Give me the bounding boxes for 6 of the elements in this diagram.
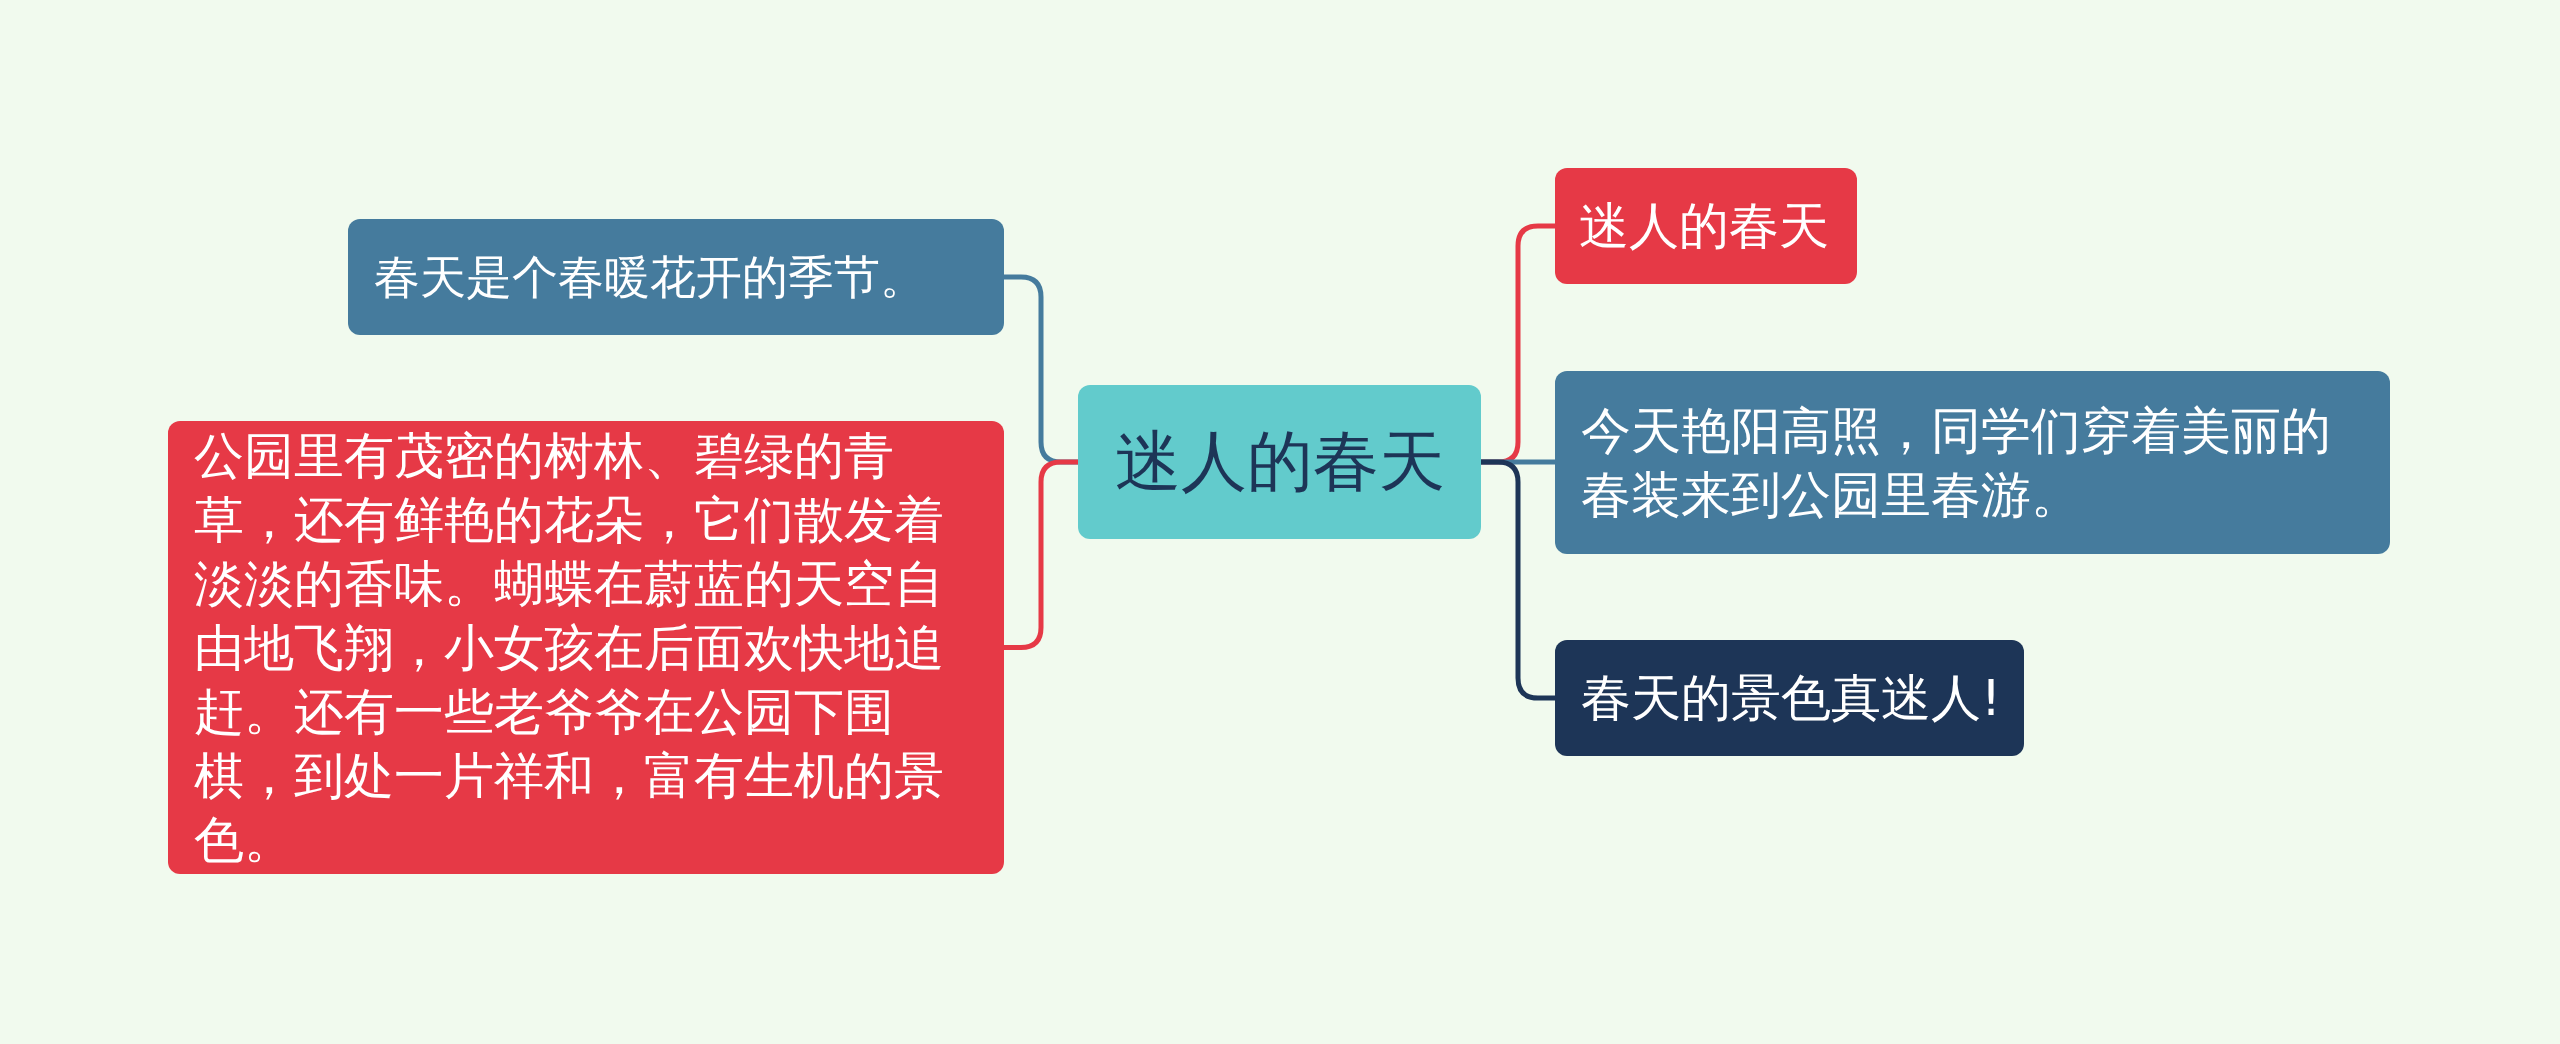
branch-box: 今天艳阳高照，同学们穿着美丽的春装来到公园里春游。 xyxy=(1555,371,2390,554)
branch-box: 春天是个春暖花开的季节。 xyxy=(348,219,1004,335)
branch-box: 春天的景色真迷人! xyxy=(1555,640,2024,756)
topic-box: 迷人的春天 xyxy=(1078,385,1481,539)
branch-box: 公园里有茂密的树林、碧绿的青草，还有鲜艳的花朵，它们散发着淡淡的香味。蝴蝶在蔚蓝的天空自由地飞翔，小女孩在后面欢快地追赶。还有一些老爷爷在公园下围棋，到处一片祥和，富有生机的景色。 xyxy=(168,421,1004,874)
branch-box: 迷人的春天 xyxy=(1555,168,1857,284)
